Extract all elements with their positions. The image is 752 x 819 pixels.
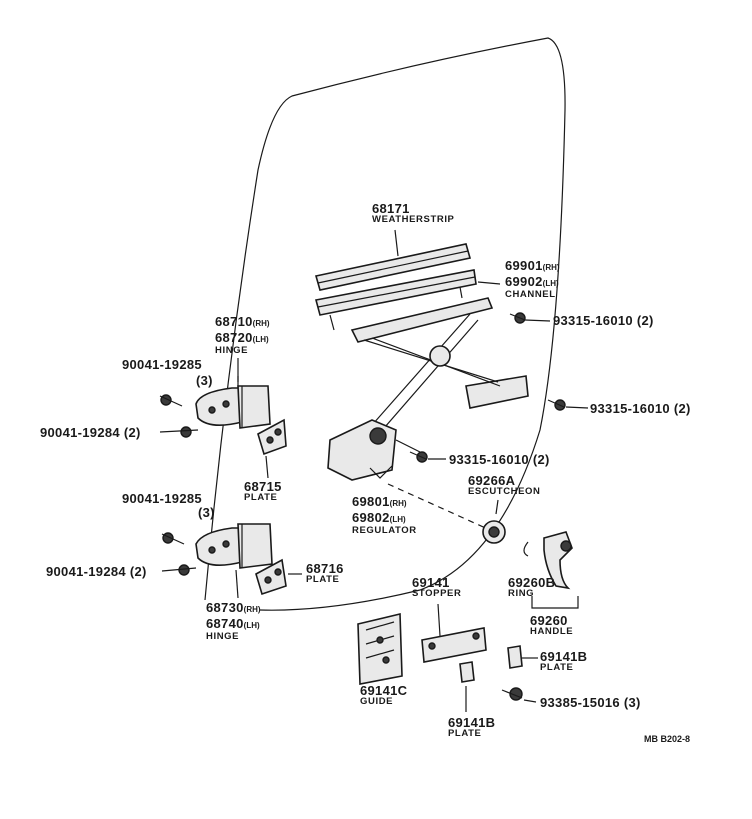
label-screw-90041-19284-upper: 90041-19284 (2) [40, 425, 141, 440]
plate-69141b-right-number: 69141B [540, 649, 588, 664]
label-upper-hinge: 68710(RH) 68720(LH) HINGE [215, 314, 270, 356]
label-handle: 69260 HANDLE [530, 614, 573, 637]
stopper-name: STOPPER [412, 588, 462, 599]
upper-hinge-part [195, 376, 271, 429]
diagram-code: MB B202-8 [644, 734, 691, 744]
screw-90041-19284-lower [161, 564, 197, 576]
rh-tag: (RH) [542, 263, 560, 272]
lh-tag: (LH) [542, 279, 559, 288]
label-plate-68715: 68715 PLATE [244, 480, 282, 503]
plate-69141b-bottom-number: 69141B [448, 715, 496, 730]
handle-number: 69260 [530, 613, 568, 628]
label-bolt-93315-b: 93315-16010 (2) [590, 401, 691, 416]
plate-69141b-bottom-name: PLATE [448, 728, 482, 739]
label-screw-qty-lower: (3) [198, 505, 215, 520]
label-stopper: 69141 STOPPER [412, 576, 461, 599]
bolt-93315-a [509, 312, 551, 324]
bolt-93315-b [547, 399, 589, 411]
lower-hinge-part [195, 523, 273, 599]
escutcheon-leader-dashed [387, 483, 491, 531]
label-weatherstrip: 68171 WEATHERSTRIP [372, 202, 455, 225]
bolt-93385-part [501, 687, 537, 703]
guide-name: GUIDE [360, 696, 394, 707]
regulator-part [327, 297, 529, 481]
weatherstrip-number: 68171 [372, 201, 410, 216]
label-screw-qty-upper: (3) [196, 373, 213, 388]
hinge-lower-lh-number: 68740 [206, 616, 244, 631]
lh-tag: (LH) [389, 515, 406, 524]
lh-tag: (LH) [243, 621, 260, 630]
weatherstrip-name: WEATHERSTRIP [372, 214, 455, 225]
label-lower-hinge: 68730(RH) 68740(LH) HINGE [206, 600, 261, 642]
channel-name: CHANNEL [505, 289, 556, 300]
label-screw-90041-19285-upper: 90041-19285 [122, 357, 202, 372]
rh-tag: (RH) [252, 319, 270, 328]
hinge-upper-name: HINGE [215, 345, 249, 356]
label-ring: 69260B RING [508, 576, 555, 599]
handle-name: HANDLE [530, 626, 574, 637]
label-bolt-93385: 93385-15016 (3) [540, 695, 641, 710]
lower-plate-part [255, 558, 302, 596]
regulator-name: REGULATOR [352, 525, 417, 536]
lh-tag: (LH) [252, 335, 269, 344]
guide-number: 69141C [360, 683, 408, 698]
upper-plate-part [257, 418, 287, 479]
leader-bolt-to-regulator [395, 439, 421, 453]
escutcheon-part [482, 499, 506, 544]
label-plate-69141b-right: 69141B PLATE [540, 650, 587, 673]
label-plate-68716: 68716 PLATE [306, 562, 344, 585]
stopper-part [421, 603, 487, 663]
label-escutcheon: 69266A ESCUTCHEON [468, 474, 541, 497]
regulator-rh-number: 69801 [352, 494, 390, 509]
label-screw-90041-19285-lower: 90041-19285 [122, 491, 202, 506]
rh-tag: (RH) [389, 499, 407, 508]
hinge-lower-name: HINGE [206, 631, 240, 642]
door-glass-outline [204, 37, 566, 611]
escutcheon-number: 69266A [468, 473, 516, 488]
plate-68715-number: 68715 [244, 479, 282, 494]
ring-name: RING [508, 588, 535, 599]
ring-part [523, 541, 529, 557]
channel-rh-number: 69901 [505, 258, 543, 273]
rh-tag: (RH) [243, 605, 261, 614]
channel-part [315, 269, 477, 331]
label-channel: 69901(RH) 69902(LH) CHANNEL [505, 258, 560, 300]
bracket-handle [531, 596, 579, 609]
stopper-number: 69141 [412, 575, 450, 590]
hinge-upper-rh-number: 68710 [215, 314, 253, 329]
screw-90041-19285-lower [161, 532, 185, 545]
escutcheon-name: ESCUTCHEON [468, 486, 541, 497]
plate-69141b-bottom-part [459, 661, 475, 712]
weatherstrip-part [314, 243, 472, 291]
ring-number: 69260B [508, 575, 556, 590]
label-plate-69141b-bottom: 69141B PLATE [448, 716, 495, 739]
guide-part [357, 612, 403, 685]
hinge-upper-lh-number: 68720 [215, 330, 253, 345]
plate-68715-name: PLATE [244, 492, 278, 503]
label-screw-90041-19284-lower: 90041-19284 (2) [46, 564, 147, 579]
handle-part [543, 531, 573, 590]
label-guide: 69141C GUIDE [360, 684, 407, 707]
screw-90041-19284-upper [159, 426, 199, 438]
hinge-lower-rh-number: 68730 [206, 600, 244, 615]
label-bolt-93315-c: 93315-16010 (2) [449, 452, 550, 467]
label-regulator: 69801(RH) 69802(LH) REGULATOR [352, 494, 417, 536]
regulator-lh-number: 69802 [352, 510, 390, 525]
label-bolt-93315-a: 93315-16010 (2) [553, 313, 654, 328]
channel-lh-number: 69902 [505, 274, 543, 289]
bolt-93315-c [409, 451, 446, 463]
plate-69141b-right-part [507, 645, 538, 669]
plate-69141b-right-name: PLATE [540, 662, 574, 673]
screw-90041-19285-upper [159, 394, 183, 407]
plate-68716-name: PLATE [306, 574, 340, 585]
plate-68716-number: 68716 [306, 561, 344, 576]
